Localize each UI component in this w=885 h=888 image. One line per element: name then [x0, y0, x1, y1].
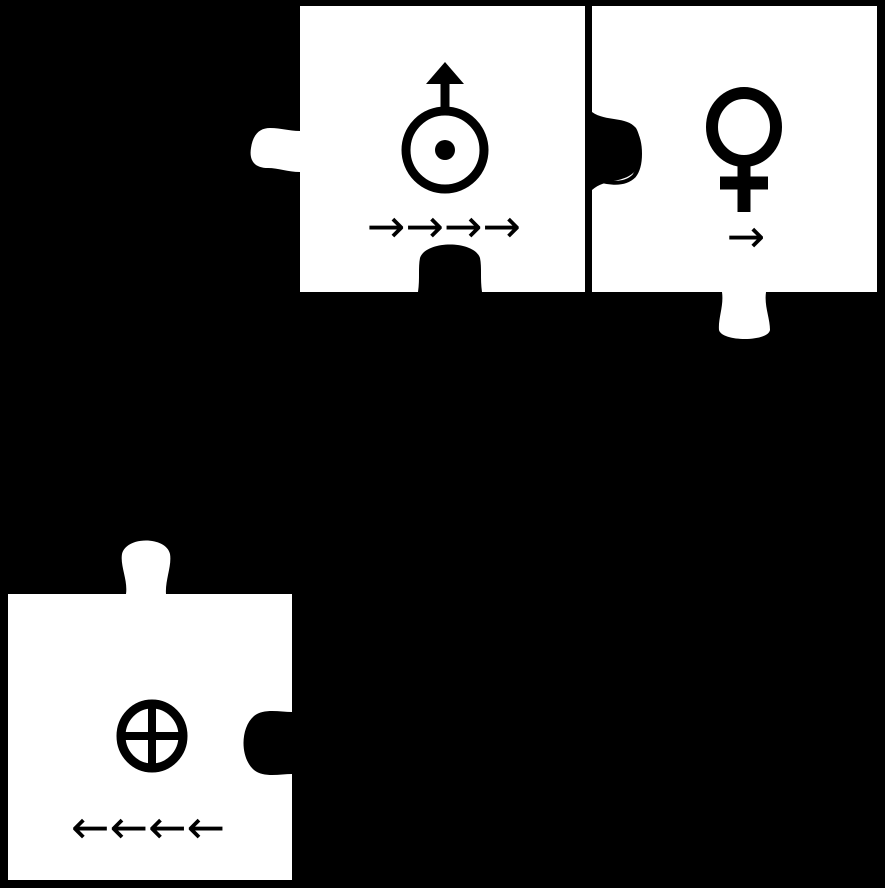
piece-seam — [587, 120, 642, 185]
puzzle-piece-uranus[interactable]: →→→→ — [250, 6, 585, 292]
puzzle-piece-shape — [250, 6, 585, 292]
piece-arrows-label: →→→→ — [367, 199, 521, 253]
venus-icon — [706, 87, 782, 212]
puzzle-piece-venus[interactable]: → — [587, 6, 877, 339]
puzzle-piece-shape — [592, 6, 877, 339]
piece-arrows-label: → — [727, 209, 766, 263]
earth-icon — [116, 699, 188, 773]
uranus-icon — [401, 62, 489, 194]
piece-arrows-label: ←←←← — [71, 800, 225, 854]
puzzle-piece-earth[interactable]: ←←←← — [8, 540, 292, 881]
